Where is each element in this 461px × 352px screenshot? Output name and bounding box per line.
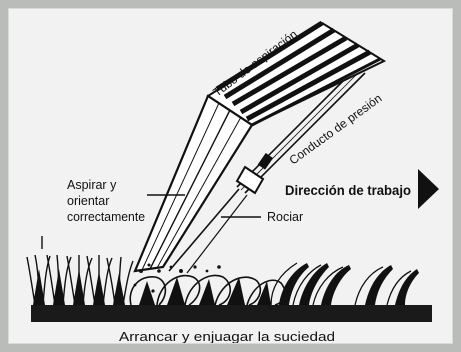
carpet-fiber-outlines (270, 262, 412, 306)
carpet-fiber-tufts (33, 269, 125, 305)
carpet-base (31, 305, 432, 322)
carpet-fibers-dirty (279, 263, 419, 305)
aspirate-label-line1: Aspirar y (67, 178, 117, 192)
aspirate-label-line2: orientar (67, 194, 109, 208)
dirt-particles (133, 263, 271, 305)
work-direction-label: Dirección de trabajo (285, 183, 411, 198)
pressure-duct (236, 66, 366, 194)
aspirate-label-line3: correctamente (67, 210, 145, 224)
cleaning-wand (133, 94, 254, 273)
bottom-caption: Arrancar y enjuagar la suciedad (119, 329, 335, 344)
carpet-cleaning-diagram: Tubo de aspiración Conducto de presión D… (26, 20, 439, 344)
spray-label: Rociar (267, 210, 303, 224)
diagram-frame: Tubo de aspiración Conducto de presión D… (8, 8, 453, 344)
arrow-right-icon (418, 169, 439, 209)
spray-nozzle (168, 152, 274, 274)
leader-lines (41, 194, 261, 249)
